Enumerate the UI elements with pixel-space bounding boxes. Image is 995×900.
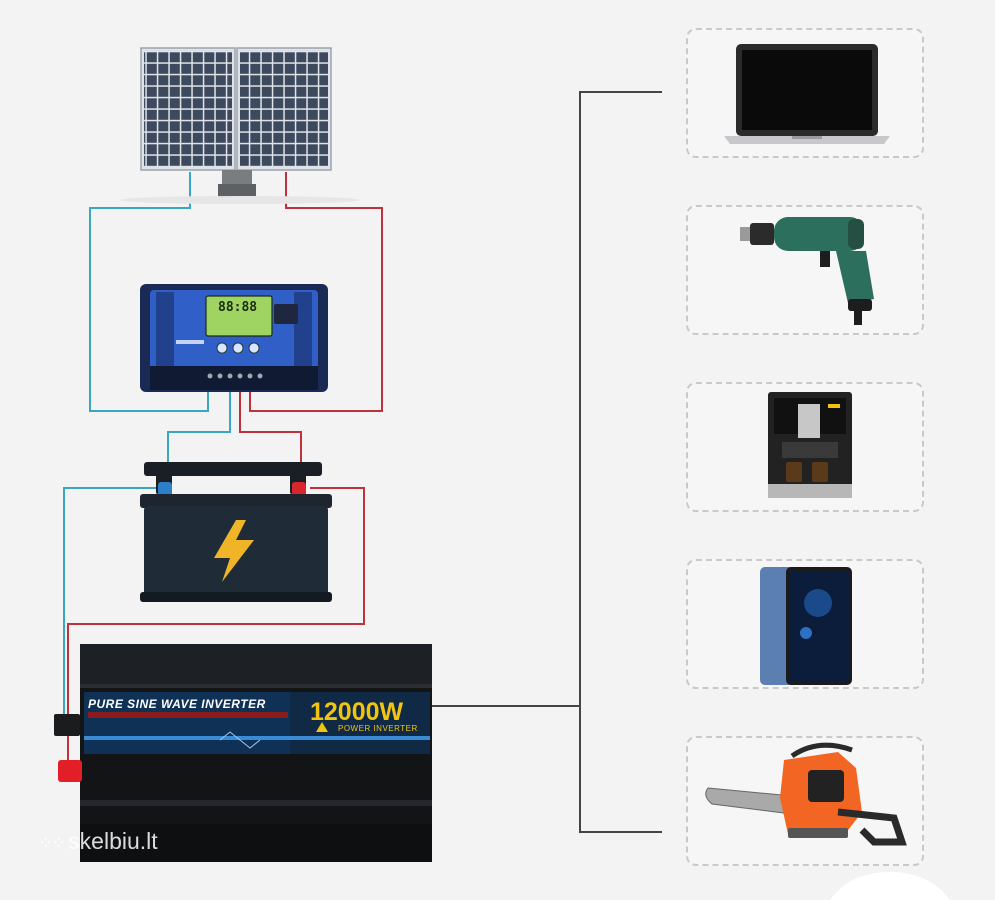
coffee-machine-icon — [768, 392, 852, 498]
watermark: ⁘⁘skelbiu.lt — [38, 828, 158, 855]
smartphone-icon — [760, 567, 852, 685]
device-slot-laptop — [686, 28, 924, 158]
wire-controller-battery-negative — [167, 380, 231, 488]
wire-controller-battery-positive — [239, 380, 302, 488]
inverter-brand-text: PURE SINE WAVE INVERTER — [88, 697, 266, 711]
inverter-power-rating: 12000W — [310, 698, 404, 726]
solar-panel — [120, 47, 360, 204]
wire-output-bus — [579, 91, 662, 833]
wire-battery-inverter-negative — [63, 487, 160, 722]
battery — [140, 462, 332, 602]
chainsaw-icon — [705, 742, 907, 846]
laptop-icon — [724, 44, 890, 144]
drill-icon — [740, 217, 874, 325]
device-slot-smartphone — [686, 559, 924, 689]
watermark-text: skelbiu.lt — [68, 828, 158, 854]
device-slot-chainsaw — [686, 736, 924, 866]
device-slot-coffee-machine — [686, 382, 924, 512]
corner-decoration — [830, 872, 950, 900]
inverter-subtitle: POWER INVERTER — [338, 724, 418, 733]
wire-battery-inverter-positive — [67, 487, 365, 768]
watermark-logo-icon: ⁘⁘ — [38, 833, 66, 853]
device-slot-drill — [686, 205, 924, 335]
charge-controller — [140, 284, 328, 392]
controller-lcd-readout: 88:88 — [218, 300, 258, 315]
inverter-spec-stripe — [88, 712, 288, 718]
inverter — [54, 644, 432, 862]
